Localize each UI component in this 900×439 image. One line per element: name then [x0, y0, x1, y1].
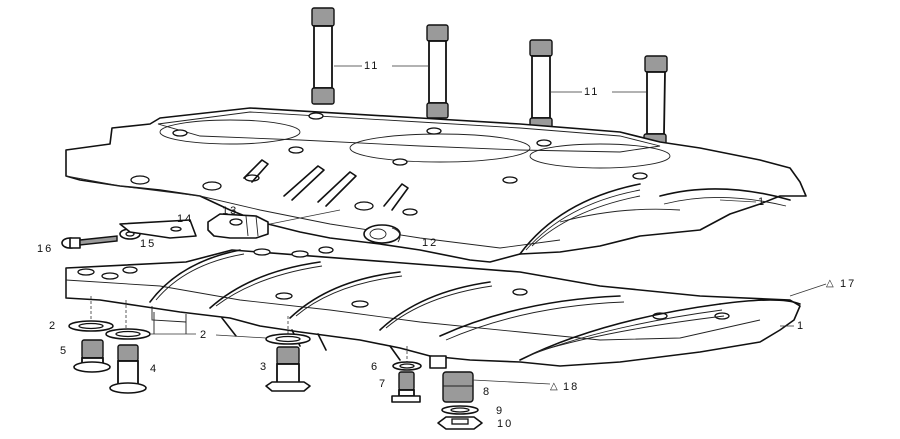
bolt-16: [61, 235, 118, 249]
callout-2-center: 2: [200, 329, 209, 341]
screw-7: [391, 371, 421, 403]
callout-12: 12: [422, 237, 439, 249]
washer-9: [441, 405, 479, 415]
washer-2b: [105, 328, 151, 340]
threaded-sleeve-8: [442, 371, 474, 403]
triangle-marker-17: △: [826, 278, 836, 289]
callout-1-lower: 1: [797, 320, 806, 332]
callout-16: 16: [37, 243, 54, 255]
callout-18: 18: [563, 381, 580, 393]
callout-8: 8: [483, 386, 492, 398]
plate-14: [119, 219, 197, 239]
plug-12: [363, 224, 401, 244]
cylinder-stud-3: [529, 39, 553, 135]
washer-2c: [265, 333, 311, 345]
callout-11-left: 11: [364, 60, 380, 72]
callout-6: 6: [371, 361, 380, 373]
callout-2-left: 2: [49, 320, 58, 332]
lower-crankcase-half: [65, 246, 801, 369]
callout-3: 3: [260, 361, 269, 373]
upper-crankcase-half: [65, 107, 807, 263]
washer-2a: [68, 320, 114, 332]
short-bolt-5: [73, 339, 111, 373]
callout-13: 13: [222, 205, 239, 217]
hex-bolt-3: [265, 346, 311, 392]
callout-15: 15: [140, 238, 157, 250]
callout-4: 4: [150, 363, 159, 375]
cylinder-stud-1: [311, 7, 335, 105]
triangle-marker-18: △: [550, 381, 560, 392]
callout-14: 14: [177, 213, 194, 225]
callout-9: 9: [496, 405, 505, 417]
callout-10: 10: [497, 418, 514, 430]
cylinder-stud-2: [426, 24, 449, 119]
callout-5: 5: [60, 345, 69, 357]
callout-1-upper: 1: [758, 196, 767, 208]
cylinder-stud-4: [643, 55, 668, 151]
bracket-13: [207, 213, 269, 239]
callout-17: 17: [840, 278, 857, 290]
washer-6: [392, 361, 422, 371]
stud-bolt-4: [109, 344, 147, 394]
hex-nut-10: [437, 416, 483, 430]
callout-11-right: 11: [584, 86, 600, 98]
callout-7: 7: [379, 378, 388, 390]
